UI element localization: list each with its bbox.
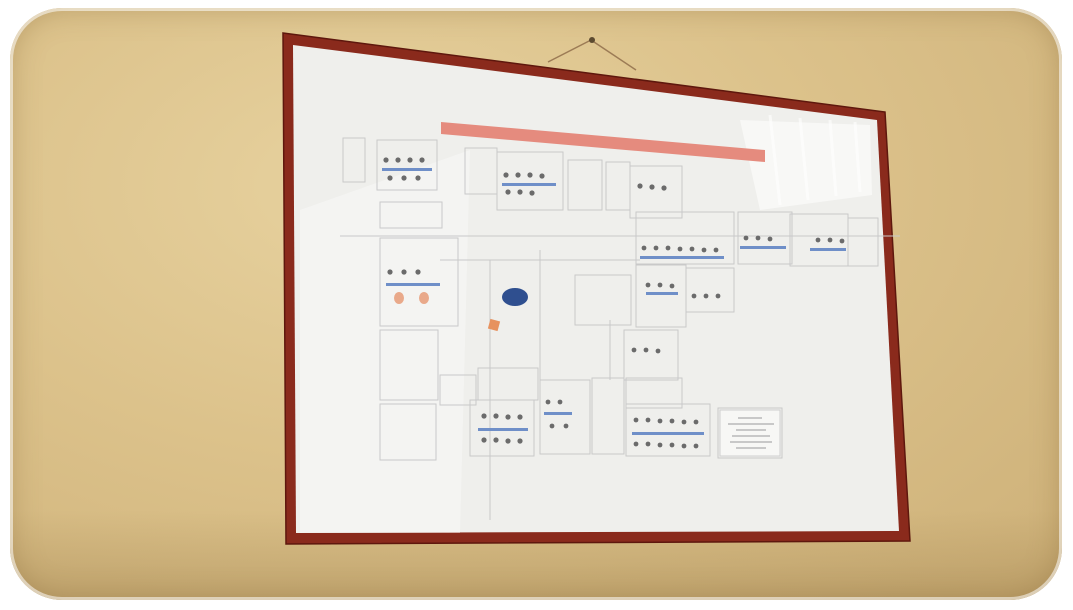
glass-glare	[300, 150, 470, 533]
legend-box	[720, 410, 780, 456]
cloud-icon	[502, 288, 528, 306]
hanging-string	[548, 37, 636, 70]
